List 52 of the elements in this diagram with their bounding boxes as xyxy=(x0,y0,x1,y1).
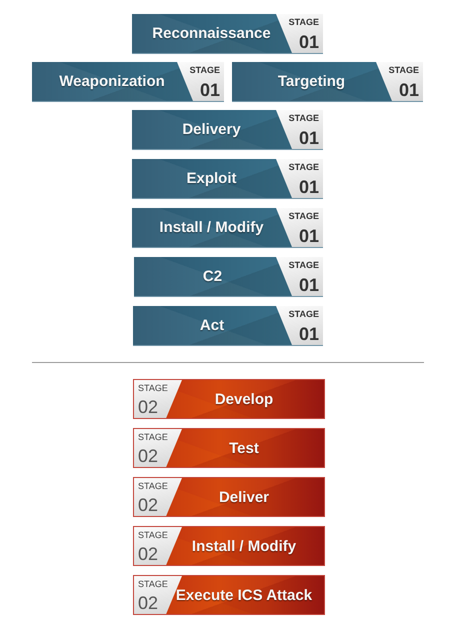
stage-label: STAGE xyxy=(138,383,168,393)
stage-number: 01 xyxy=(298,275,319,295)
stage-banner xyxy=(133,428,325,468)
stage-banner xyxy=(132,110,323,150)
stage-label: STAGE xyxy=(288,17,319,27)
stage-title: Develop xyxy=(214,390,274,408)
stage-number: 01 xyxy=(298,128,319,148)
stage-title: Act xyxy=(200,317,224,334)
stage-label: STAGE xyxy=(388,65,419,75)
stage-label: STAGE xyxy=(138,579,168,589)
stage-number: 02 xyxy=(138,446,158,466)
stage-banner xyxy=(132,159,323,199)
stage-title: C2 xyxy=(202,268,222,285)
stage-number: 01 xyxy=(200,80,220,100)
stage-number: 01 xyxy=(298,226,319,246)
stage-label: STAGE xyxy=(288,211,319,221)
stage-label: STAGE xyxy=(138,530,168,540)
stage-title: Deliver xyxy=(218,488,270,506)
stage-banner xyxy=(133,379,325,419)
stage-banner xyxy=(133,477,325,517)
stage-label: STAGE xyxy=(138,432,168,442)
stage-title: Install / Modify xyxy=(192,538,296,554)
stage-number: 01 xyxy=(298,324,319,344)
stage-number: 02 xyxy=(138,495,158,515)
stage-title: Install / Modify xyxy=(159,219,264,236)
stage-title: Weaponization xyxy=(59,73,165,90)
stage-label: STAGE xyxy=(288,309,319,319)
stage-title: Execute ICS Attack xyxy=(176,586,312,604)
stage-title: Delivery xyxy=(182,121,241,138)
stage-banner xyxy=(133,306,323,346)
stage-banner xyxy=(132,208,323,248)
stage-banner xyxy=(133,526,325,566)
stage-number: 01 xyxy=(298,32,319,52)
stage-banner xyxy=(132,14,323,54)
stage-label: STAGE xyxy=(138,481,168,491)
stage-banner xyxy=(134,257,323,297)
stage-number: 02 xyxy=(138,544,158,564)
stage-title: Targeting xyxy=(278,73,346,90)
stage-title: Test xyxy=(229,440,259,456)
stage-number: 01 xyxy=(398,80,419,100)
stage-title: Reconnaissance xyxy=(152,25,271,42)
stage-number: 02 xyxy=(138,593,158,613)
stage-title: Exploit xyxy=(186,170,236,187)
stage-number: 01 xyxy=(298,177,319,197)
stage-banner xyxy=(232,62,423,102)
stage-label: STAGE xyxy=(288,260,319,270)
stage-banner xyxy=(133,575,325,615)
stage-banner xyxy=(32,62,224,102)
stage-label: STAGE xyxy=(288,113,319,123)
stage-number: 02 xyxy=(138,397,158,417)
stage-label: STAGE xyxy=(288,162,319,172)
stage-label: STAGE xyxy=(190,65,220,75)
